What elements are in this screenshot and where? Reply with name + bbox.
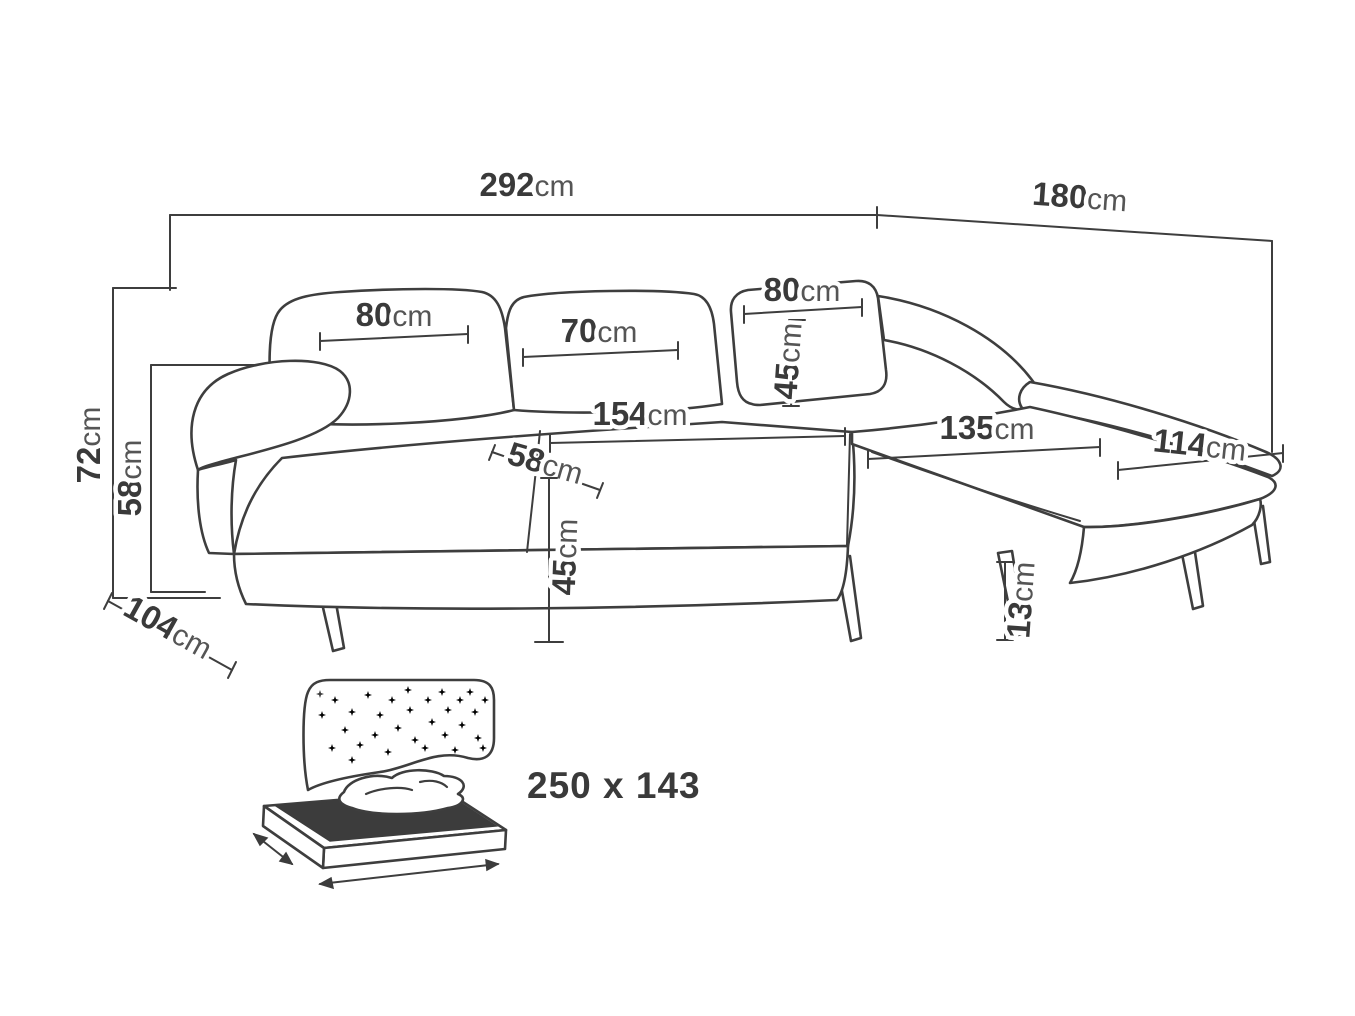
dim-back-cushion-corner: 80cm xyxy=(743,267,863,324)
chaise-front-face xyxy=(1068,497,1263,585)
sofa-drawing xyxy=(190,279,1282,653)
duvet-fold-line-2 xyxy=(418,779,449,789)
back-cushion-middle-label: 70cm xyxy=(561,312,638,349)
seat-length-label: 154cm xyxy=(592,395,687,432)
corner-junction-seam xyxy=(846,433,851,546)
armrest-height-label: 58cm xyxy=(111,440,148,517)
dim-overall-height: 72cm xyxy=(66,287,221,599)
starry-canopy xyxy=(302,678,496,792)
dim-chaise-length: 180cm xyxy=(876,170,1273,453)
duvet-fold-line-1 xyxy=(364,786,414,796)
sleeping-area-label: 250 x 143 xyxy=(527,765,701,806)
dim-armrest-height: 58cm xyxy=(107,364,257,593)
armrest-front xyxy=(196,458,238,556)
dim-corner-cushion-height: 45cm xyxy=(762,317,813,407)
seat-seam xyxy=(526,430,541,553)
unfold-arrow-front xyxy=(318,858,500,890)
chaise-seam xyxy=(871,451,1081,522)
back-cushion-middle xyxy=(504,289,724,414)
mattress-left-face xyxy=(261,804,326,870)
seat-front-face xyxy=(232,544,850,610)
chaise-seat-length-label: 135cm xyxy=(939,409,1034,446)
chaise-seat-top xyxy=(850,405,1277,529)
dim-seat-length: 154cm xyxy=(549,391,846,453)
dim-back-cushion-middle: 70cm xyxy=(522,308,679,367)
corner-backrest xyxy=(876,294,1040,412)
dim-back-cushion-left: 80cm xyxy=(319,292,469,351)
side-depth-label: 104cm xyxy=(118,588,219,666)
back-cushion-corner-label: 80cm xyxy=(764,271,841,308)
corner-cushion-height-label: 45cm xyxy=(766,321,808,400)
dim-chaise-seat-length: 135cm xyxy=(867,405,1101,469)
total-width-label: 292cm xyxy=(479,166,574,203)
chaise-length-label: 180cm xyxy=(1031,175,1128,219)
overall-height-label: 72cm xyxy=(70,407,107,484)
dim-leg-height: 13cm xyxy=(995,556,1046,644)
dim-total-width: 292cm xyxy=(169,162,878,291)
dim-side-depth: 104cm xyxy=(103,583,237,679)
dim-seat-height: 45cm xyxy=(534,477,589,643)
seat-top xyxy=(232,420,856,556)
seat-height-label: 45cm xyxy=(545,518,585,596)
back-cushion-left-label: 80cm xyxy=(356,296,433,333)
sleeping-function-icon: 250 x 143 xyxy=(252,678,704,890)
armrest-roll xyxy=(190,359,352,472)
leg-height-label: 13cm xyxy=(999,560,1041,639)
unfold-arrow-left xyxy=(252,832,294,866)
